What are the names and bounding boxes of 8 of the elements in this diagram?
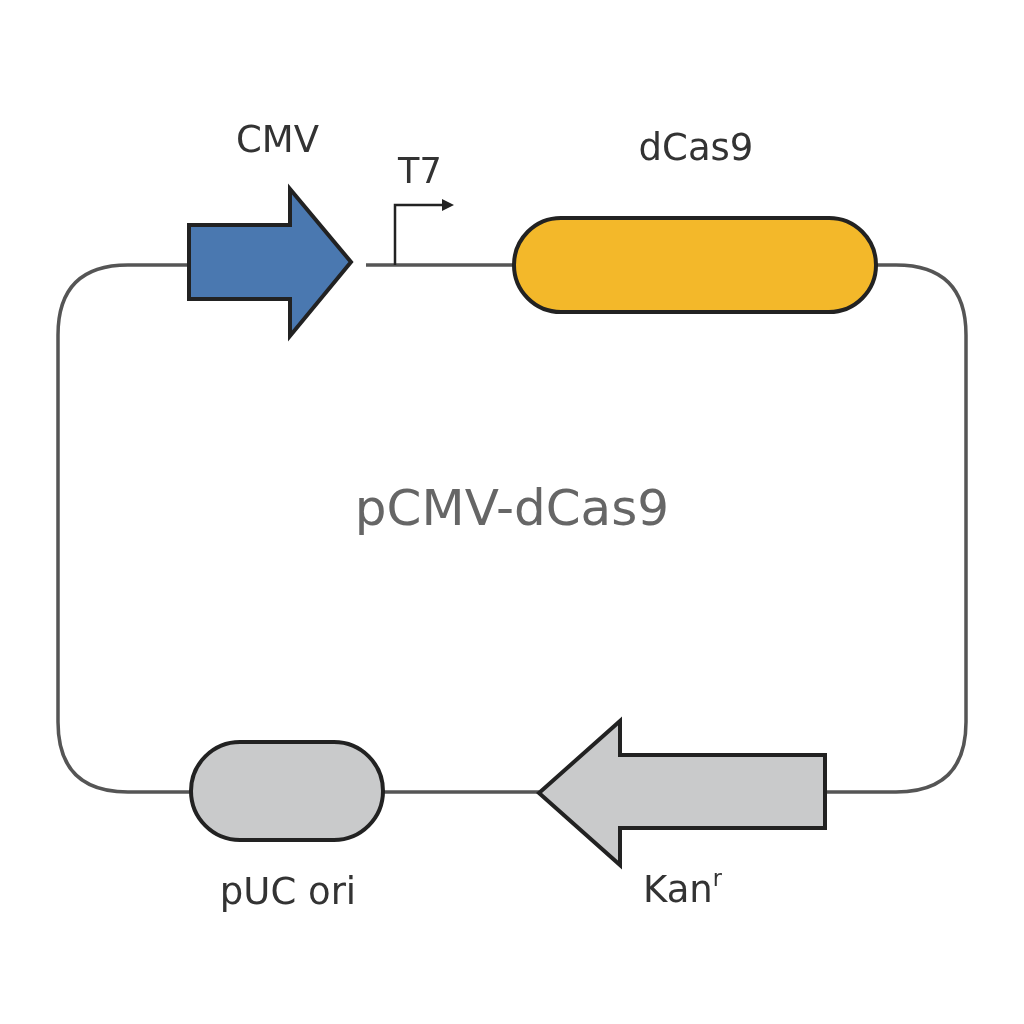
feature-label: pUC ori [218, 870, 358, 914]
feature-label: Kan$^{r}$ [642, 868, 723, 912]
promoter-label: T7 [398, 150, 442, 192]
feature-label: dCas9 [637, 126, 755, 170]
feature-label: CMV [234, 118, 321, 162]
backbone-line [384, 790, 539, 794]
backbone-line [56, 263, 191, 794]
plasmid-title: pCMV-dCas9 [353, 478, 671, 538]
